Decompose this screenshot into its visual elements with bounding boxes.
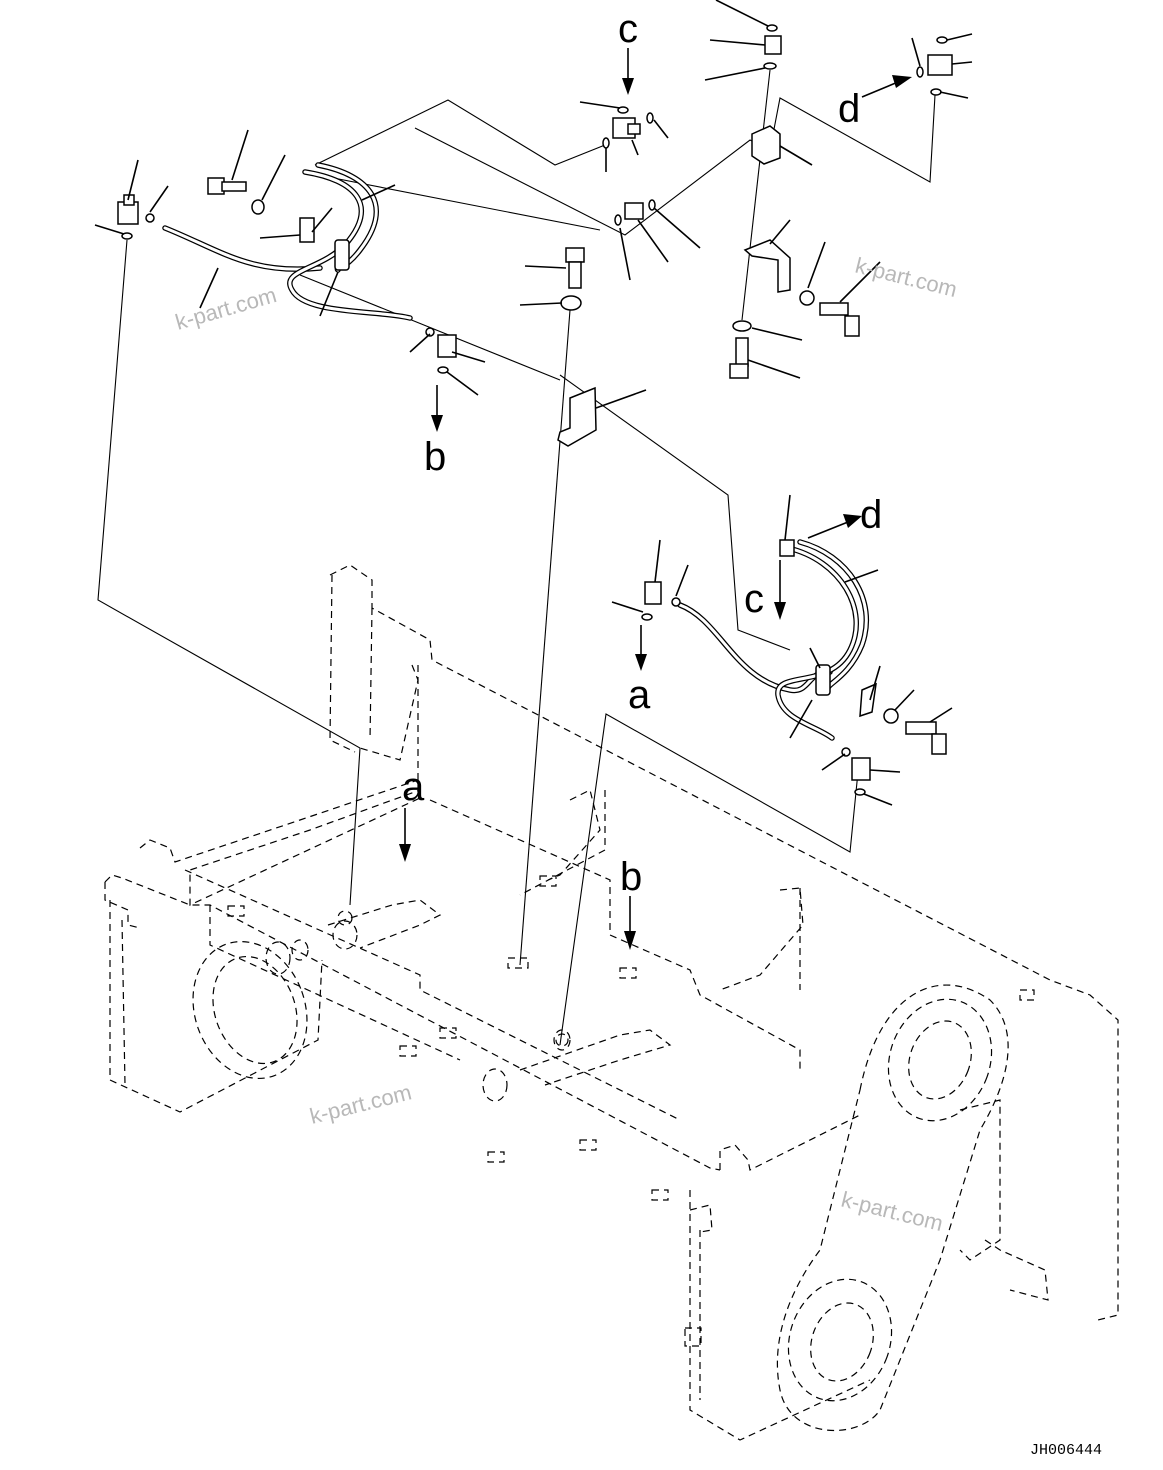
callout-b-upper: b [424, 435, 446, 479]
upper-center-parts [519, 101, 701, 447]
watermark-1: k-part.com [172, 282, 279, 335]
drawing-number: JH006444 [1030, 1442, 1102, 1459]
callout-b-lower-arrow [624, 896, 636, 950]
callout-c-top-arrow [622, 48, 634, 95]
watermark-2: k-part.com [853, 253, 960, 302]
callout-d-right: d [860, 493, 882, 537]
callout-a-lower-arrow [399, 808, 411, 862]
callout-d-right-arrow [807, 514, 862, 539]
machine-frame [104, 564, 1119, 1441]
callout-a-lower: a [402, 765, 425, 809]
callout-c-right-arrow [774, 560, 786, 620]
watermark-4: k-part.com [839, 1187, 946, 1236]
lower-right-hose-assembly [611, 494, 953, 806]
callout-d-top-arrow [861, 75, 912, 98]
callout-a-upper-arrow [635, 625, 647, 671]
upper-right-parts [704, 0, 973, 379]
callout-a-upper: a [628, 673, 651, 717]
callout-c-right: c [744, 577, 764, 621]
callout-b-lower: b [620, 855, 642, 899]
upper-left-hose-assembly [94, 129, 486, 396]
callout-c-top: c [618, 7, 638, 51]
watermark-3: k-part.com [307, 1079, 414, 1128]
callout-d-top: d [838, 87, 860, 131]
callout-b-upper-arrow [431, 385, 443, 432]
